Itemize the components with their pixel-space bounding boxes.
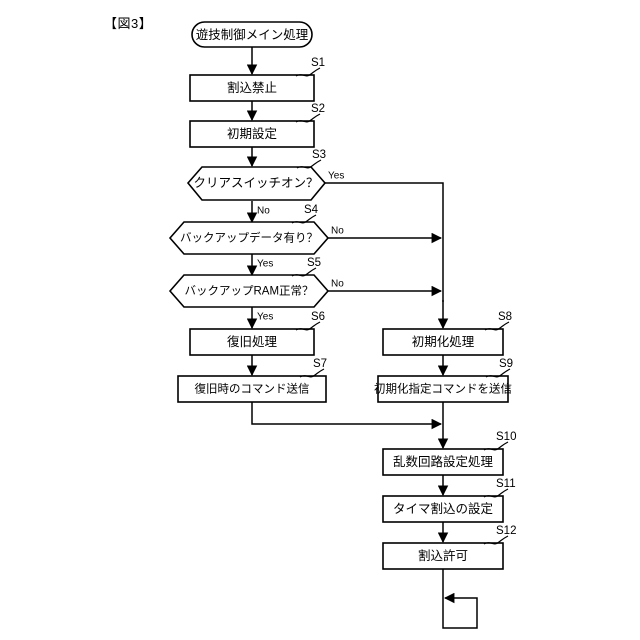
branch-label-s4-yes: Yes [257, 259, 273, 270]
step-leader-s8 [484, 321, 510, 331]
node-s2[interactable]: 初期設定 [189, 120, 315, 148]
node-s6-label: 復旧処理 [227, 334, 278, 349]
node-s2-label: 初期設定 [227, 126, 277, 141]
node-s9[interactable]: 初期化指定コマンドを送信 [374, 375, 512, 403]
node-s4-shape [168, 221, 330, 255]
node-s12-label: 割込許可 [418, 548, 468, 563]
figure-title: 【図3】 [104, 16, 153, 31]
step-marker-s10: S10 [483, 431, 516, 451]
step-marker-s3: S3 [296, 149, 326, 169]
node-s1-label: 割込禁止 [227, 80, 277, 95]
step-label-s10: S10 [496, 431, 516, 443]
branch-label-group: Yes No No Yes No Yes [257, 171, 344, 323]
step-label-s4: S4 [304, 204, 319, 216]
step-label-s3: S3 [312, 149, 326, 161]
branch-label-s5-no: No [331, 279, 344, 290]
step-leader-s10 [483, 441, 509, 451]
step-label-s12: S12 [496, 525, 516, 537]
node-s3-label: クリアスイッチオン？ [193, 176, 318, 190]
step-label-s11: S11 [496, 478, 516, 490]
node-s11[interactable]: タイマ割込の設定 [382, 495, 504, 523]
node-s11-label: タイマ割込の設定 [393, 501, 493, 516]
step-leader-s2 [295, 113, 321, 123]
node-s8[interactable]: 初期化処理 [382, 328, 504, 356]
step-label-s5: S5 [307, 257, 321, 269]
node-s10[interactable]: 乱数回路設定処理 [382, 448, 504, 476]
step-label-s9: S9 [499, 358, 513, 370]
route-loop-back [442, 569, 478, 629]
step-marker-s8: S8 [484, 311, 512, 331]
node-s7-shape [177, 375, 327, 403]
step-marker-s12: S12 [483, 525, 516, 545]
node-s4[interactable]: バックアップデータ有り？ [168, 221, 330, 255]
step-marker-s1: S1 [295, 57, 325, 77]
node-s10-label: 乱数回路設定処理 [393, 454, 494, 469]
step-leader-s12 [483, 535, 509, 545]
step-marker-s4: S4 [291, 204, 319, 224]
node-s3[interactable]: クリアスイッチオン？ [186, 166, 327, 201]
node-s12[interactable]: 割込許可 [382, 542, 504, 570]
step-marker-s11: S11 [483, 478, 516, 498]
step-leader-s5 [291, 267, 317, 277]
step-leader-s6 [295, 321, 321, 331]
node-s1[interactable]: 割込禁止 [189, 74, 315, 102]
node-s7-label: 復旧時のコマンド送信 [195, 382, 310, 396]
step-leader-s4 [291, 214, 317, 224]
branch-route-group [251, 182, 478, 629]
step-leader-s11 [483, 488, 509, 498]
step-leader-s9 [485, 368, 511, 378]
node-s9-label: 初期化指定コマンドを送信 [374, 382, 512, 396]
node-s1-shape [189, 74, 315, 102]
step-label-s2: S2 [311, 103, 325, 115]
step-leader-s7 [299, 368, 325, 378]
branch-label-s5-yes: Yes [257, 312, 273, 323]
step-marker-s9: S9 [485, 358, 513, 378]
route-s3-yes [325, 182, 444, 302]
branch-label-s3-yes: Yes [328, 171, 344, 182]
route-s7-to-trunk [251, 402, 443, 430]
step-label-s6: S6 [311, 311, 325, 323]
node-start-label: 遊技制御メイン処理 [196, 27, 309, 42]
node-s5-shape [168, 274, 330, 308]
node-start[interactable]: 遊技制御メイン処理 [191, 21, 313, 48]
step-marker-s7: S7 [299, 358, 327, 378]
step-leader-s1 [295, 67, 321, 77]
node-s2-shape [189, 120, 315, 148]
step-marker-s6: S6 [295, 311, 325, 331]
node-s4-label: バックアップデータ有り？ [180, 231, 318, 245]
node-s8-label: 初期化処理 [412, 335, 475, 349]
node-s3-shape [186, 166, 327, 201]
node-s8-shape [382, 328, 504, 356]
node-s5-label: バックアップRAM正常？ [184, 285, 313, 298]
node-s7[interactable]: 復旧時のコマンド送信 [177, 375, 327, 403]
node-s5[interactable]: バックアップRAM正常？ [168, 274, 330, 308]
node-start-shape [191, 21, 313, 48]
step-marker-s5: S5 [291, 257, 321, 277]
node-s11-shape [382, 495, 504, 523]
node-s10-shape [382, 448, 504, 476]
branch-label-s3-no: No [257, 206, 270, 217]
step-leader-s3 [296, 159, 322, 169]
step-label-s7: S7 [313, 358, 327, 370]
step-marker-s2: S2 [295, 103, 325, 123]
node-s9-shape [377, 375, 509, 403]
node-s6[interactable]: 復旧処理 [189, 328, 315, 356]
step-label-s8: S8 [498, 311, 512, 323]
node-s6-shape [189, 328, 315, 356]
node-s12-shape [382, 542, 504, 570]
step-label-s1: S1 [311, 57, 325, 69]
branch-label-s4-no: No [331, 226, 344, 237]
